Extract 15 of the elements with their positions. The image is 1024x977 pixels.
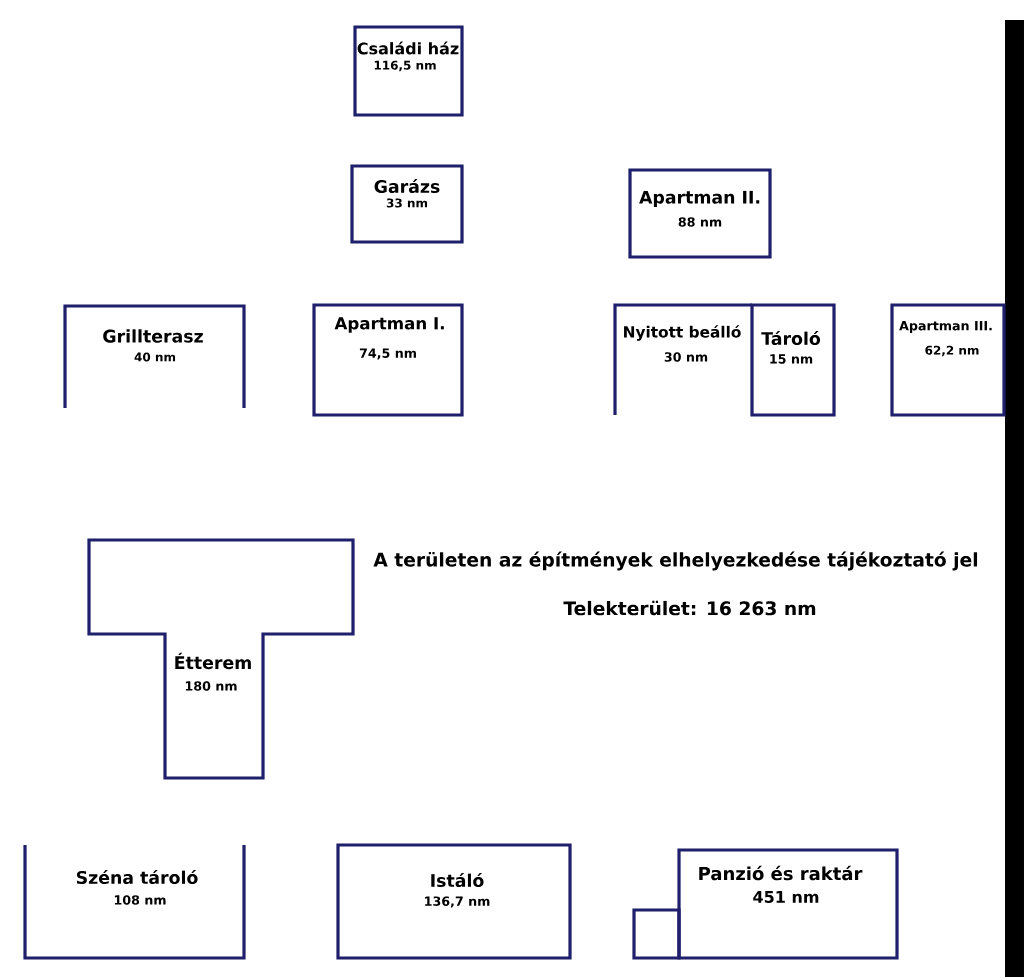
empty-box [632,908,681,960]
building-outline: Panzió és raktár 451 nm [677,848,899,960]
building-outline: Garázs 33 nm [350,164,464,244]
building-outline: Nyitott beálló 30 nm [613,303,752,415]
building-outline: Étterem 180 nm [87,538,355,780]
building-outline: Apartman III. 62,2 nm [890,303,1006,417]
building-outline: Grillterasz 40 nm [63,304,246,408]
building-outline: Családi ház 116,5 nm [353,25,464,117]
note-text: Telekterület: 16 263 nm [563,600,816,616]
building-outline: Széna tároló 108 nm [23,845,246,960]
building-outline: Apartman I. 74,5 nm [312,303,464,417]
note-text: A területen az építmények elhelyezkedése tájékoztató jel [373,551,978,571]
building-outline: Tároló 15 nm [750,303,836,417]
building-outline: Istáló 136,7 nm [336,843,572,960]
building-outline: Apartman II. 88 nm [628,168,772,259]
